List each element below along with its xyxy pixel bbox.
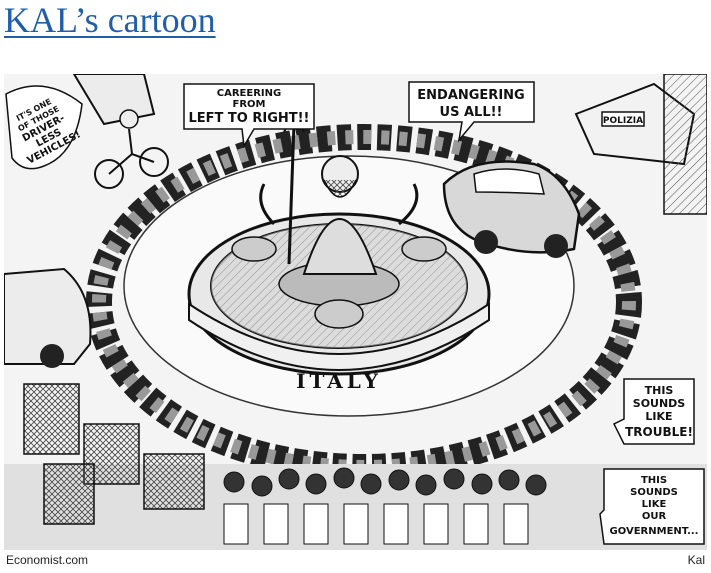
neptune-statue (231, 111, 447, 329)
bubble-trouble-line1: THIS (645, 384, 674, 397)
italy-inscription: ITALY (296, 369, 382, 393)
bubble-government-line5: GOVERNMENT... (610, 526, 699, 537)
bicyclist (94, 109, 169, 189)
bubble-careering-line2: FROM (233, 99, 266, 110)
bubble-careering-line3: LEFT TO RIGHT!! (188, 111, 309, 126)
bubble-government-line4: OUR (642, 511, 667, 522)
bubble-trouble: THIS SOUNDS LIKE TROUBLE! (612, 378, 695, 445)
bubble-endangering: ENDANGERING US ALL!! (408, 81, 535, 143)
page-title-link[interactable]: KAL’s cartoon (4, 0, 216, 40)
cartoon-drawing: ITALY POLIZIA (4, 74, 707, 550)
bubble-endangering-line1: ENDANGERING (417, 88, 524, 103)
bubble-government: THIS SOUNDS LIKE OUR GOVERNMENT... (599, 468, 705, 545)
bubble-driverless: IT'S ONE OF THOSE DRIVER- LESS VEHICLES! (5, 85, 83, 170)
bubble-careering-line1: CAREERING (217, 88, 281, 99)
left-car (4, 267, 92, 368)
bubble-government-line3: LIKE (642, 499, 667, 510)
fountain-rim (188, 302, 490, 371)
bubble-government-line2: SOUNDS (630, 487, 678, 498)
bubble-endangering-line2: US ALL!! (440, 105, 503, 120)
bubble-government-line1: THIS (641, 475, 667, 486)
crosswalk (223, 503, 529, 545)
bubble-trouble-line2: SOUNDS (633, 397, 686, 410)
driverless-car (442, 160, 581, 258)
cartoon-image: ITALY POLIZIA (4, 74, 707, 550)
police-sign: POLIZIA (603, 116, 643, 126)
bubble-trouble-line3: LIKE (645, 410, 672, 423)
building (663, 74, 707, 215)
bubble-trouble-line4: TROUBLE! (625, 425, 693, 439)
cafe-chairs (23, 383, 205, 525)
source-caption: Economist.com (6, 553, 89, 567)
bubble-careering: CAREERING FROM LEFT TO RIGHT!! (183, 83, 315, 149)
artist-signature: Kal (687, 553, 705, 567)
